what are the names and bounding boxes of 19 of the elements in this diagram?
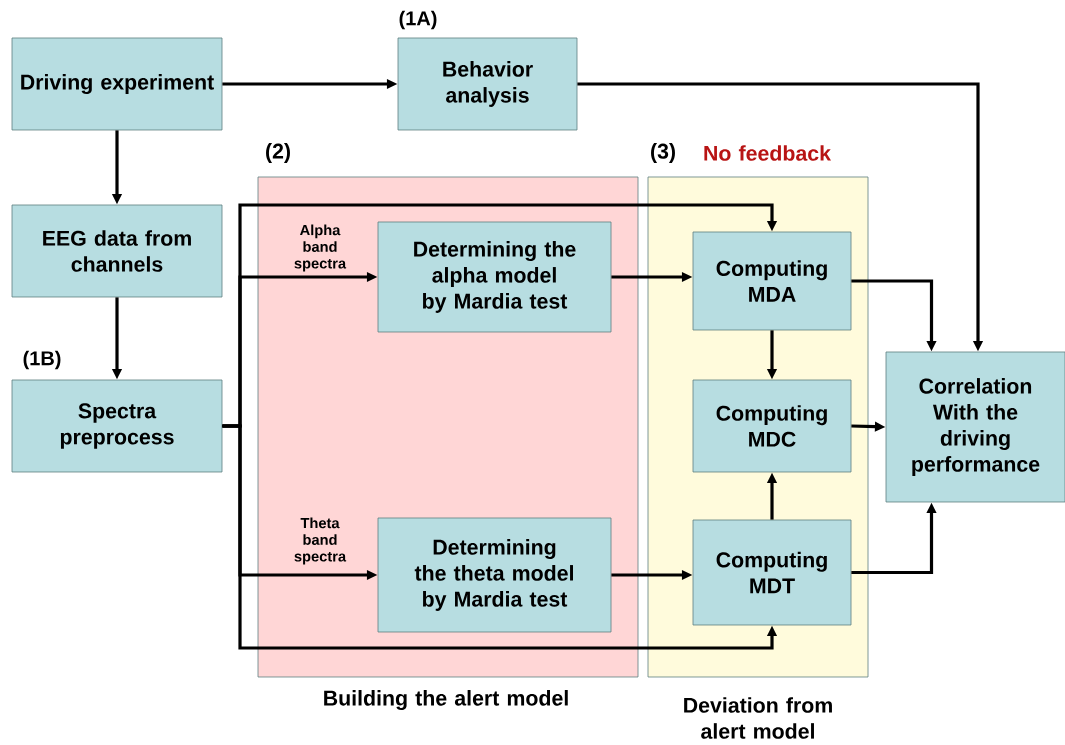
panel-number: (2) [266, 143, 290, 163]
process-box: Computing MDC [692, 379, 852, 473]
side-label: (1B) [23, 350, 61, 370]
side-label: (1A) [399, 10, 437, 30]
side-label: Alpha band spectra [294, 224, 347, 272]
process-box: Driving experiment [11, 37, 223, 131]
panel-number: (3) [651, 143, 675, 163]
panel-heading: No feedback [704, 145, 831, 161]
process-box: Determining the theta model by Mardia test [377, 517, 612, 633]
process-box: Computing MDA [692, 231, 852, 331]
panel-caption: Deviation from alert model [684, 697, 832, 739]
process-box: Computing MDT [692, 519, 852, 626]
side-label: Theta band spectra [294, 517, 347, 565]
process-box: Correlation With the driving performance [885, 351, 1065, 503]
process-box: EEG data from channels [11, 204, 223, 298]
process-box: Spectra preprocess [11, 379, 223, 473]
process-box: Determining the alpha model by Mardia test [377, 221, 612, 333]
panel-caption: Building the alert model [324, 690, 568, 710]
process-box: Behavior analysis [397, 37, 578, 131]
